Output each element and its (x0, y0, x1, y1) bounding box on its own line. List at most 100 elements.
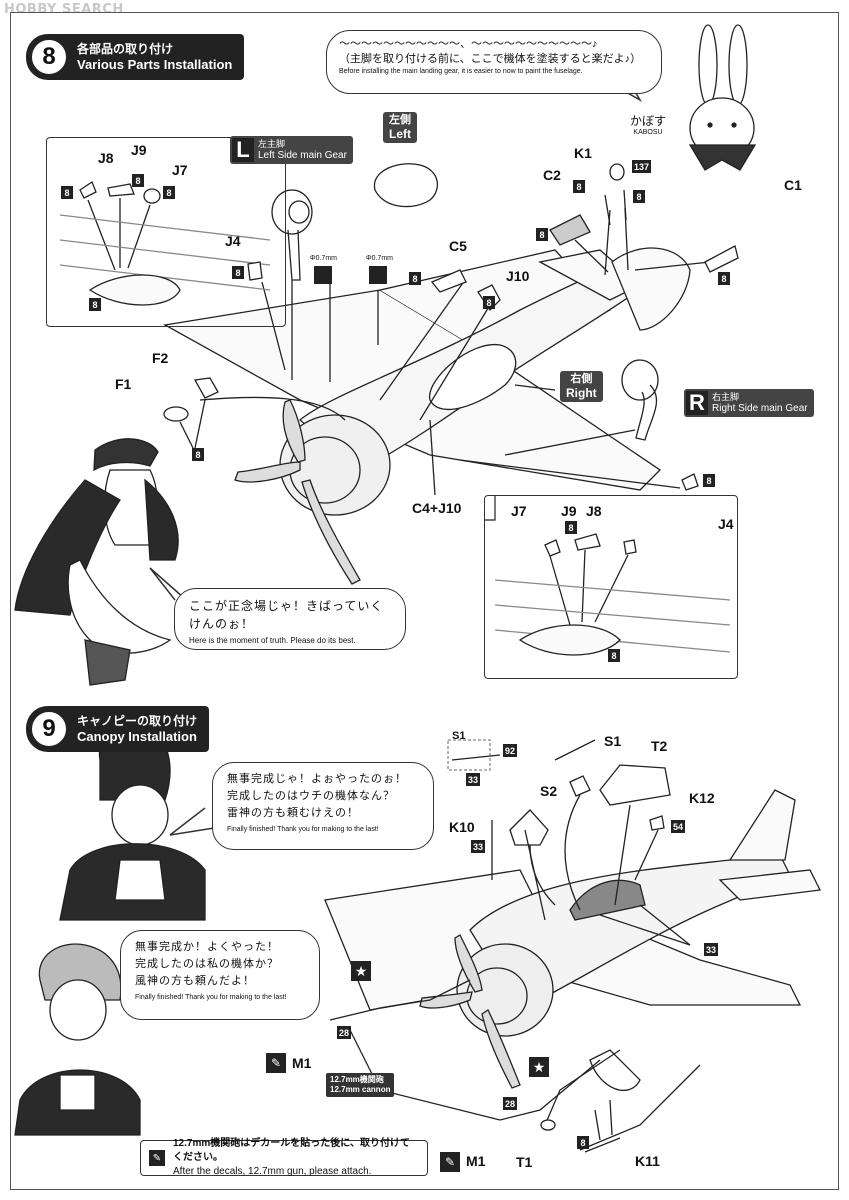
left-tank-jp: 左側 (389, 114, 411, 126)
part-label-s1: S1 (604, 733, 622, 749)
bubble-truth-jp-2: けんのぉ！ (189, 617, 255, 631)
left-gear-tag: L 左主脚 Left Side main Gear (230, 136, 353, 164)
paint-code-badge: 8 (718, 272, 730, 285)
step-9-number: 9 (29, 709, 69, 749)
part-label-s2: S2 (540, 783, 558, 799)
mascot-name: かぼす KABOSU (630, 112, 666, 136)
bubble-finished-a-jp-2: 完成したのはウチの機体なん？ (227, 790, 395, 802)
paint-code-badge: 8 (577, 1136, 589, 1149)
bottom-note-box: ✎ 12.7mm機関砲はデカールを貼った後に、取り付けてください。 After … (140, 1138, 428, 1177)
paint-code-badge: 33 (704, 943, 719, 956)
paint-code-badge: 8 (633, 190, 645, 203)
right-tank-jp: 右側 (570, 373, 593, 385)
finished-bubble-top: 無事完成じゃ！よぉやったのぉ！ 完成したのはウチの機体なん？ 雷神の方も頼むけえ… (212, 762, 434, 850)
mascot-name-en: KABOSU (633, 129, 663, 136)
part-label-t2: T2 (651, 738, 668, 754)
paint-code-badge: 8 (61, 186, 73, 199)
detail-inset-top (46, 137, 286, 327)
bubble-jp-text: （主脚を取り付ける前に、ここで機体を塗装すると楽だよ♪） (339, 53, 642, 65)
paint-code-badge: 8 (192, 448, 204, 461)
cannon-tag-jp: 12.7mm機関砲 (330, 1075, 384, 1084)
paint-code-badge: 8 (409, 272, 421, 285)
step-9-title-en: Canopy Installation (77, 728, 197, 744)
right-tank-tag: 右側 Right (560, 371, 603, 402)
step-9-header: 9 キャノピーの取り付け Canopy Installation (26, 706, 210, 752)
part-label-j4-bottom: J4 (718, 516, 734, 532)
right-gear-en: Right Side main Gear (712, 402, 808, 414)
part-label-s1-inset: S1 (452, 730, 466, 742)
paint-code-badge: 8 (89, 298, 101, 311)
paint-code-badge: 8 (232, 266, 244, 279)
paint-code-badge: 8 (163, 186, 175, 199)
cannon-tag: 12.7mm機関砲 12.7mm cannon (326, 1073, 395, 1097)
left-tank-en: Left (389, 127, 411, 141)
bubble-en-text: Before installing the main landing gear,… (339, 68, 583, 75)
left-tank-tag: 左側 Left (383, 112, 417, 143)
part-label-f2: F2 (152, 350, 169, 366)
part-label-k1: K1 (574, 145, 592, 161)
detail-inset-bottom (484, 495, 738, 679)
drill-hole-icon (369, 266, 387, 284)
paint-tip-bubble: 〜〜〜〜〜〜〜〜〜〜〜、〜〜〜〜〜〜〜〜〜〜〜♪ （主脚を取り付ける前に、ここで… (326, 30, 662, 94)
right-gear-letter: R (686, 391, 708, 415)
part-label-c4-j10: C4+J10 (412, 500, 462, 516)
part-label-j8: J8 (98, 150, 114, 166)
step-9-title: キャノピーの取り付け Canopy Installation (77, 714, 197, 745)
part-label-j9: J9 (131, 142, 147, 158)
right-tank-en: Right (566, 386, 597, 400)
right-gear-jp: 右主脚 (712, 391, 740, 402)
bubble-finished-b-en: Finally finished! Thank you for making t… (135, 994, 287, 1001)
paint-code-badge: 137 (632, 160, 652, 173)
part-label-k10: K10 (449, 819, 475, 835)
left-gear-en: Left Side main Gear (258, 149, 347, 161)
bubble-truth-jp-1: ここが正念場じゃ！きばっていく (189, 599, 384, 613)
glue-icon: ✎ (149, 1150, 165, 1166)
paint-code-badge: 33 (471, 840, 486, 853)
paint-code-badge: 92 (503, 744, 518, 757)
paint-code-badge: 28 (503, 1097, 518, 1110)
paint-code-badge: 8 (536, 228, 548, 241)
bubble-finished-a-jp-3: 雷神の方も頼むけえの！ (227, 807, 359, 819)
bubble-finished-a-jp-1: 無事完成じゃ！よぉやったのぉ！ (227, 773, 407, 785)
paint-code-badge: 8 (565, 521, 577, 534)
drill-label-right: Φ0.7mm (366, 255, 393, 262)
step-8-number: 8 (29, 37, 69, 77)
bubble-finished-b-jp-2: 完成したのは私の機体か？ (135, 958, 279, 970)
drill-label-left: Φ0.7mm (310, 255, 337, 262)
paint-code-badge: 28 (337, 1026, 352, 1039)
part-label-t1: T1 (516, 1154, 533, 1170)
step-8-title: 各部品の取り付け Various Parts Installation (77, 42, 232, 73)
bubble-finished-b-jp-1: 無事完成か！よくやった！ (135, 941, 279, 953)
part-label-j7-inset: J7 (511, 503, 527, 519)
moment-of-truth-bubble: ここが正念場じゃ！きばっていく けんのぉ！ Here is the moment… (174, 588, 406, 650)
part-label-j9-inset: J9 (561, 503, 577, 519)
decal-star-icon: ★ (351, 961, 371, 981)
paint-code-badge: 8 (132, 174, 144, 187)
mascot-name-jp: かぼす (630, 114, 667, 128)
cannon-tag-en: 12.7mm cannon (330, 1085, 391, 1094)
paint-code-badge: 8 (573, 180, 585, 193)
instruction-sheet-border (10, 12, 839, 1190)
part-label-j10: J10 (506, 268, 530, 284)
bubble-wave-text: 〜〜〜〜〜〜〜〜〜〜〜、〜〜〜〜〜〜〜〜〜〜〜♪ (339, 38, 598, 50)
finished-bubble-bottom: 無事完成か！よくやった！ 完成したのは私の機体か？ 風神の方も頼んだよ！ Fin… (120, 930, 320, 1020)
left-gear-jp: 左主脚 (258, 138, 286, 149)
part-label-j8-inset: J8 (586, 503, 602, 519)
glue-icon: ✎ (440, 1152, 460, 1172)
right-gear-tag: R 右主脚 Right Side main Gear (684, 389, 814, 417)
part-label-c1: C1 (784, 177, 802, 193)
part-label-m1-bottom: M1 (466, 1153, 486, 1169)
bubble-finished-b-jp-3: 風神の方も頼んだよ！ (135, 975, 255, 987)
part-label-f1: F1 (115, 376, 132, 392)
paint-code-badge: 8 (608, 649, 620, 662)
part-label-m1: M1 (292, 1055, 312, 1071)
left-gear-letter: L (232, 138, 254, 162)
step-8-header: 8 各部品の取り付け Various Parts Installation (26, 34, 245, 80)
decal-star-icon: ★ (529, 1057, 549, 1077)
drill-hole-icon (314, 266, 332, 284)
bubble-truth-en: Here is the moment of truth. Please do i… (189, 636, 356, 645)
part-label-c2: C2 (543, 167, 561, 183)
bottom-note-jp: 12.7mm機関砲はデカールを貼った後に、取り付けてください。 (173, 1138, 410, 1163)
paint-code-badge: 33 (466, 773, 481, 786)
